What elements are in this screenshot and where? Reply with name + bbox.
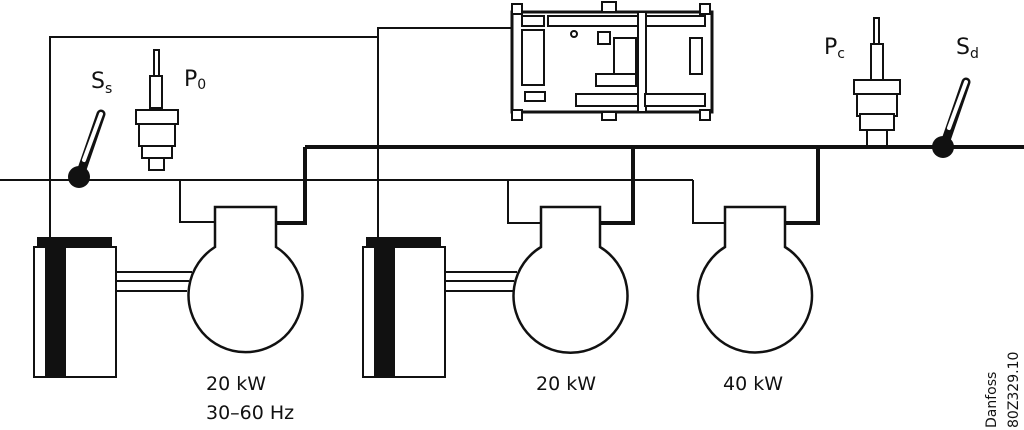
discharge-branch-2 bbox=[600, 147, 635, 225]
control-wire-1 bbox=[49, 36, 378, 237]
discharge-branch-3 bbox=[785, 147, 820, 225]
compressor-3 bbox=[696, 205, 814, 354]
suction-branch-3 bbox=[692, 180, 725, 224]
brand-label: Danfoss bbox=[984, 372, 1000, 428]
compressor-1-capacity: 20 kW bbox=[206, 373, 266, 395]
pressure-transmitter-icon bbox=[853, 17, 901, 147]
compressor-1-frequency: 30–60 Hz bbox=[206, 402, 294, 424]
suction-branch-1 bbox=[179, 180, 215, 223]
discharge-branch-1 bbox=[276, 147, 307, 225]
discharge-temp-label: Sd bbox=[956, 35, 979, 62]
condensing-pressure-label: Pc bbox=[824, 35, 845, 62]
control-wire-2 bbox=[377, 27, 512, 237]
motor-1 bbox=[33, 237, 192, 378]
thermometer-icon bbox=[932, 77, 971, 158]
drawing-code: 80Z329.10 bbox=[1006, 352, 1022, 428]
compressor-3-capacity: 40 kW bbox=[723, 373, 783, 395]
suction-pressure-label: P0 bbox=[184, 67, 206, 93]
suction-temp-label: Ss bbox=[91, 69, 112, 97]
compressor-2-capacity: 20 kW bbox=[536, 373, 596, 395]
controller-unit[interactable] bbox=[510, 1, 714, 121]
thermometer-icon bbox=[68, 109, 106, 188]
motor-2 bbox=[362, 237, 517, 378]
pressure-transmitter-icon bbox=[135, 49, 179, 171]
compressor-2 bbox=[512, 205, 629, 355]
compressor-1 bbox=[187, 205, 304, 354]
suction-branch-2 bbox=[507, 180, 541, 224]
